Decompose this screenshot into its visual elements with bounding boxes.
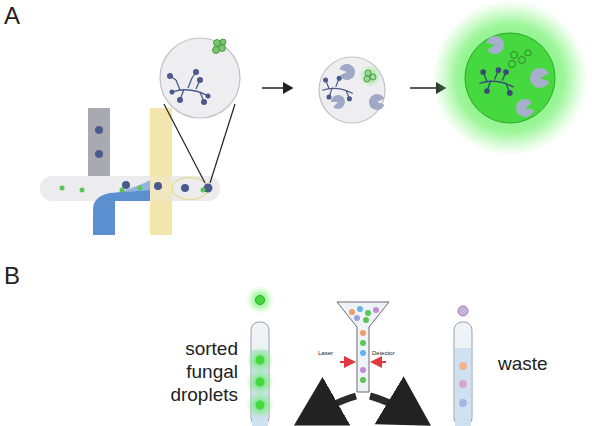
waste-label: waste <box>498 353 578 375</box>
sorted-tube-label: sorted fungal droplets <box>130 338 238 406</box>
panel-letter: A <box>4 2 34 30</box>
laser-label: Laser <box>318 350 342 357</box>
panel-letter: B <box>4 262 34 290</box>
detector-label: Detector <box>372 350 402 357</box>
